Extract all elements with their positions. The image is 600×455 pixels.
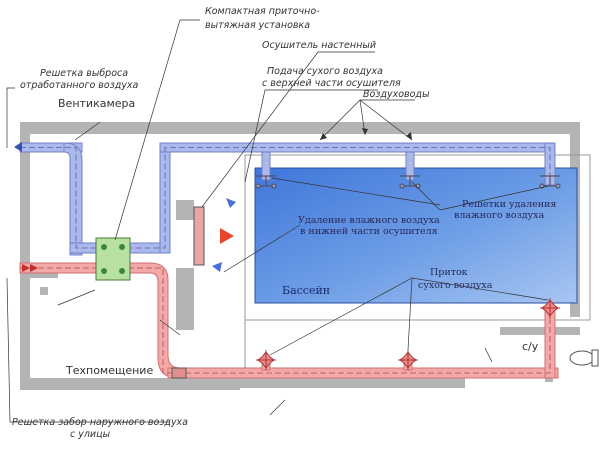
dry-air-supply-label-1: Подача сухого воздуха xyxy=(267,66,383,77)
wall-dehumidifier xyxy=(193,198,236,272)
dry-air-blue-arrow-icon xyxy=(226,198,236,208)
wc-label: с/у xyxy=(522,340,539,353)
compact-unit-label-2: вытяжная установка xyxy=(205,20,310,31)
dehumidifier-label: Осушитель настенный xyxy=(262,40,376,51)
dry-inflow-label-1: Приток xyxy=(430,267,468,278)
supply-diffuser-icon xyxy=(256,350,276,370)
tech-room-label: Техпомещение xyxy=(65,364,153,377)
exhaust-duct-centerline xyxy=(20,147,551,249)
exhaust-grille-label-2: отработанного воздуха xyxy=(20,80,139,91)
dehumidifier-red-arrow-icon xyxy=(220,228,234,244)
humid-grilles-label-2: влажного воздуха xyxy=(454,210,545,221)
supply-diffuser-icon xyxy=(540,298,560,318)
intake-grille-label-2: с улицы xyxy=(70,429,111,440)
humid-air-blue-arrow-icon xyxy=(212,262,222,272)
exhaust-outlet-arrow-icon xyxy=(14,142,22,152)
air-ducts-label: Воздуховоды xyxy=(363,89,430,100)
pool-label: Бассейн xyxy=(282,284,330,297)
compact-air-handling-unit xyxy=(95,237,131,281)
pool-surround xyxy=(244,154,591,372)
exhaust-grille-label-1: Решетка выброса xyxy=(40,68,128,79)
dry-air-supply-label-2: с верхней части осушителя xyxy=(262,78,401,89)
humid-removal-label-1: Удаление влажного воздуха xyxy=(298,215,440,226)
compact-unit-label-1: Компактная приточно- xyxy=(205,6,320,17)
humid-grilles-label-1: Решетки удаления xyxy=(462,199,556,210)
leader-arrowheads xyxy=(320,128,412,140)
exhaust-grille xyxy=(255,175,277,189)
leader-lines xyxy=(6,19,549,423)
supply-diffuser-icon xyxy=(398,350,418,370)
intake-arrow-icon xyxy=(30,264,38,272)
pool-water xyxy=(254,167,578,304)
humid-removal-label-2: в нижней части осушителя xyxy=(300,226,438,237)
vent-chamber-label: Вентикамера xyxy=(58,97,135,110)
toilet-icon xyxy=(569,349,599,367)
supply-duct-damper xyxy=(171,367,187,379)
exhaust-grille xyxy=(539,175,561,189)
dry-inflow-label-2: сухого воздуха xyxy=(418,280,493,291)
intake-arrow-icon xyxy=(22,264,30,272)
intake-grille-label-1: Решетка забор наружного воздуха xyxy=(12,417,188,428)
